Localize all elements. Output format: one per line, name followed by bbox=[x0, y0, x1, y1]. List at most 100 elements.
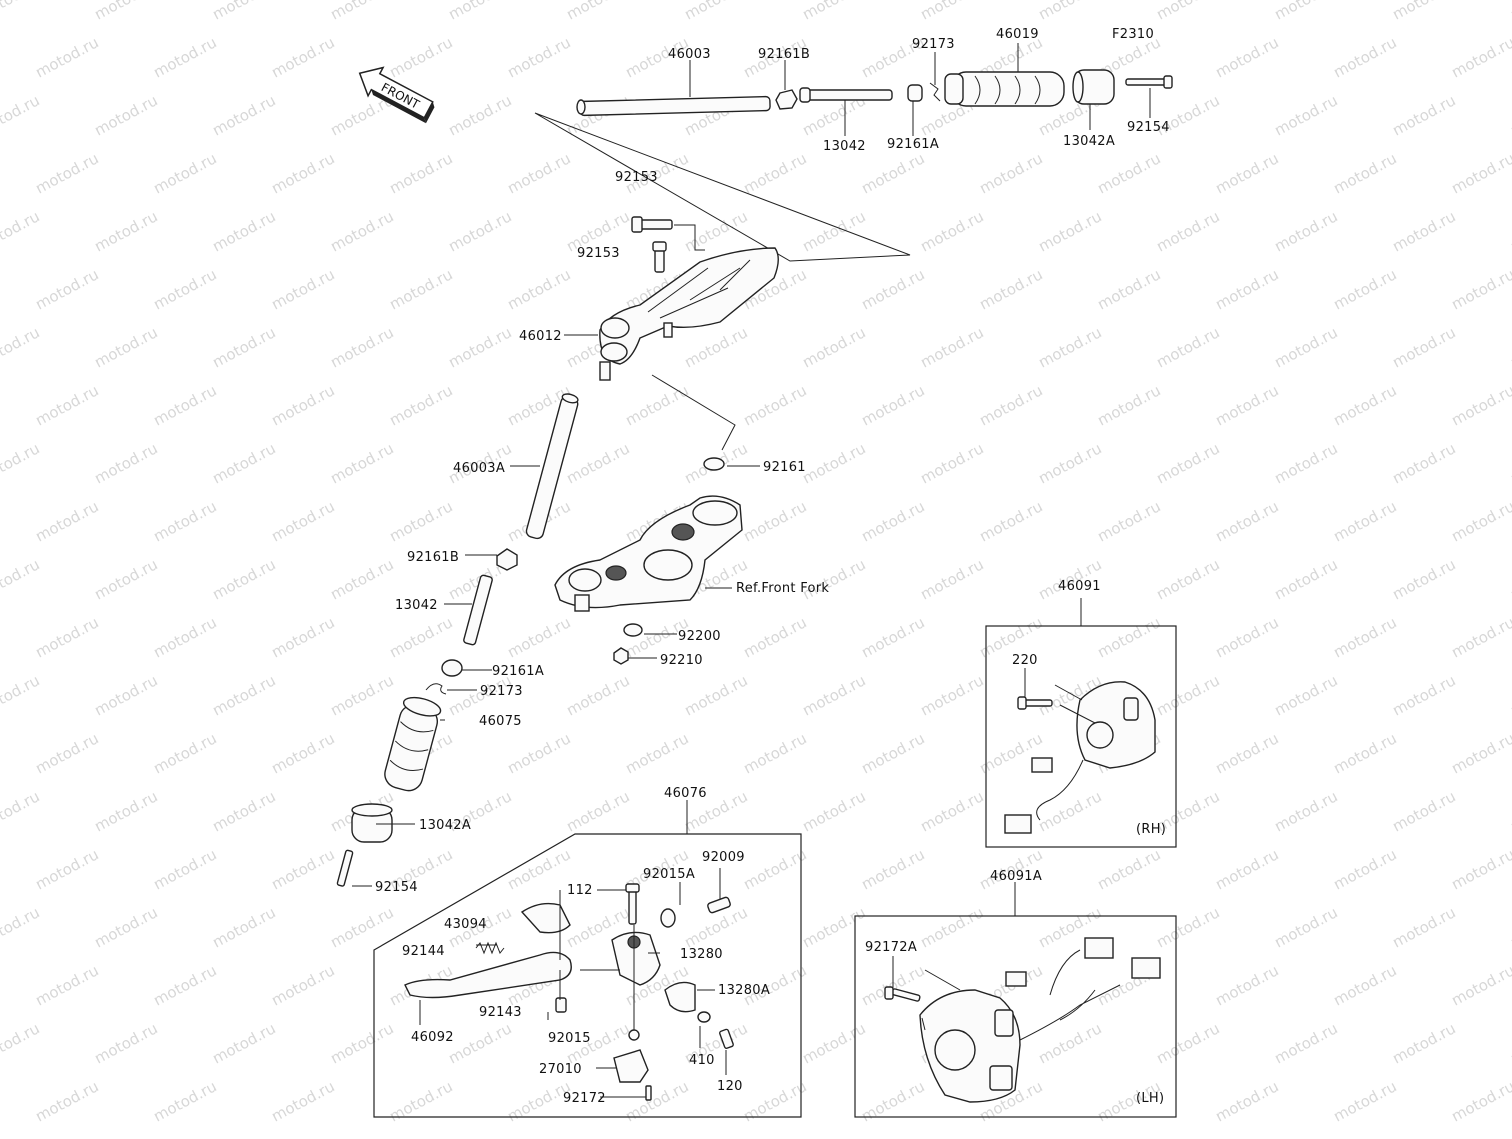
shaft-13042 bbox=[463, 574, 493, 646]
watermark-text: motod.ru bbox=[917, 0, 986, 24]
bolt-92153-b bbox=[652, 241, 667, 273]
bolt-92154 bbox=[336, 849, 354, 887]
watermark-text: motod.ru bbox=[150, 33, 219, 81]
watermark-text: motod.ru bbox=[740, 845, 809, 893]
lever-box bbox=[373, 833, 802, 1118]
watermark-text: motod.ru bbox=[150, 729, 219, 777]
watermark-text: motod.ru bbox=[799, 439, 868, 487]
watermark-text: motod.ru bbox=[91, 207, 160, 255]
watermark-text: motod.ru bbox=[91, 787, 160, 835]
watermark-text: motod.ru bbox=[858, 845, 927, 893]
watermark-text: motod.ru bbox=[445, 1019, 514, 1067]
clip-92173-top bbox=[929, 82, 941, 102]
watermark-text: motod.ru bbox=[1212, 265, 1281, 313]
watermark-text: motod.ru bbox=[1448, 729, 1512, 777]
watermark-text: motod.ru bbox=[209, 91, 278, 139]
watermark-text: motod.ru bbox=[1153, 207, 1222, 255]
part-labels: 46003 92161B 92173 46019 13042 92161A 13… bbox=[375, 27, 1170, 1106]
switch-27010 bbox=[613, 1049, 649, 1083]
watermark-text: motod.ru bbox=[1212, 845, 1281, 893]
watermark-text: motod.ru bbox=[268, 33, 337, 81]
handlebar-pipe-46003A bbox=[525, 393, 579, 540]
watermark-text: motod.ru bbox=[150, 149, 219, 197]
watermark-text: motod.ru bbox=[386, 381, 455, 429]
grip-46075 bbox=[384, 696, 442, 792]
watermark-text: motod.ru bbox=[504, 729, 573, 777]
watermark-text: motod.ru bbox=[327, 671, 396, 719]
left-handlebar-group bbox=[336, 334, 598, 887]
watermark-text: motod.ru bbox=[917, 555, 986, 603]
watermark-text: motod.ru bbox=[209, 555, 278, 603]
watermark-text: motod.ru bbox=[0, 207, 43, 255]
watermark-text: motod.ru bbox=[1389, 439, 1458, 487]
watermark-text: motod.ru bbox=[1271, 0, 1340, 24]
watermark-text: motod.ru bbox=[32, 961, 101, 1009]
watermark-text: motod.ru bbox=[1094, 149, 1163, 197]
watermark-text: motod.ru bbox=[1330, 729, 1399, 777]
bar-end-weight-13042A bbox=[351, 803, 393, 843]
watermark-text: motod.ru bbox=[445, 91, 514, 139]
label-92144: 92144 bbox=[402, 944, 445, 959]
label-13042A: 13042A bbox=[419, 818, 471, 833]
watermark-text: motod.ru bbox=[1271, 91, 1340, 139]
watermark-text: motod.ru bbox=[32, 33, 101, 81]
watermark-text: motod.ru bbox=[799, 207, 868, 255]
label-220: 220 bbox=[1012, 653, 1038, 668]
watermark-text: motod.ru bbox=[799, 903, 868, 951]
label-92015A: 92015A bbox=[643, 867, 695, 882]
watermark-text: motod.ru bbox=[150, 1077, 219, 1125]
switch-housing-rh-46091 bbox=[1004, 681, 1156, 834]
watermark-text: motod.ru bbox=[1271, 903, 1340, 951]
watermark-text: motod.ru bbox=[386, 149, 455, 197]
watermark-text: motod.ru bbox=[1035, 207, 1104, 255]
label-92173-top: 92173 bbox=[912, 37, 955, 52]
bolt-92009 bbox=[707, 896, 731, 914]
label-46076: 46076 bbox=[664, 786, 707, 801]
label-92161A-top: 92161A bbox=[887, 137, 939, 152]
watermark-text: motod.ru bbox=[327, 1019, 396, 1067]
watermark-text: motod.ru bbox=[386, 613, 455, 661]
watermark-text: motod.ru bbox=[1153, 439, 1222, 487]
watermark-text: motod.ru bbox=[327, 0, 396, 24]
nut-92161B-top bbox=[775, 89, 798, 110]
watermark-text: motod.ru bbox=[1389, 671, 1458, 719]
watermark-text: motod.ru bbox=[386, 1077, 455, 1125]
watermark-text: motod.ru bbox=[209, 207, 278, 255]
watermark-text: motod.ru bbox=[858, 265, 927, 313]
figure-code: F2310 bbox=[1112, 27, 1154, 42]
watermark-text: motod.ru bbox=[740, 149, 809, 197]
watermark-text: motod.ru bbox=[1389, 1019, 1458, 1067]
watermark-text: motod.ru bbox=[1271, 555, 1340, 603]
label-13042A-top: 13042A bbox=[1063, 134, 1115, 149]
watermark-text: motod.ru bbox=[1153, 0, 1222, 24]
watermark-text: motod.ru bbox=[1389, 787, 1458, 835]
watermark-text: motod.ru bbox=[799, 671, 868, 719]
watermark-text: motod.ru bbox=[209, 323, 278, 371]
watermark-text: motod.ru bbox=[976, 497, 1045, 545]
label-92009: 92009 bbox=[702, 850, 745, 865]
label-92172A: 92172A bbox=[865, 940, 917, 955]
watermark-text: motod.ru bbox=[1389, 91, 1458, 139]
watermark-text: motod.ru bbox=[268, 613, 337, 661]
watermark-text: motod.ru bbox=[445, 323, 514, 371]
watermark-text: motod.ru bbox=[1389, 207, 1458, 255]
clip-92173 bbox=[425, 683, 447, 695]
nut-92210 bbox=[613, 647, 629, 665]
label-46003A: 46003A bbox=[453, 461, 505, 476]
watermark-text: motod.ru bbox=[1271, 323, 1340, 371]
watermark-text: motod.ru bbox=[563, 787, 632, 835]
watermark-text: motod.ru bbox=[32, 613, 101, 661]
label-92153-b: 92153 bbox=[577, 246, 620, 261]
watermark-text: motod.ru bbox=[681, 0, 750, 24]
watermark-text: motod.ru bbox=[1035, 0, 1104, 24]
watermark-text: motod.ru bbox=[1507, 0, 1512, 24]
switch-43094 bbox=[520, 902, 571, 934]
watermark-text: motod.ru bbox=[1330, 381, 1399, 429]
watermark-text: motod.ru bbox=[0, 671, 43, 719]
watermark-text: motod.ru bbox=[32, 381, 101, 429]
watermark-text: motod.ru bbox=[32, 497, 101, 545]
watermark-text: motod.ru bbox=[1153, 1019, 1222, 1067]
watermark-text: motod.ru bbox=[1507, 1019, 1512, 1067]
label-92154: 92154 bbox=[375, 880, 418, 895]
nut-92015 bbox=[628, 1029, 640, 1041]
